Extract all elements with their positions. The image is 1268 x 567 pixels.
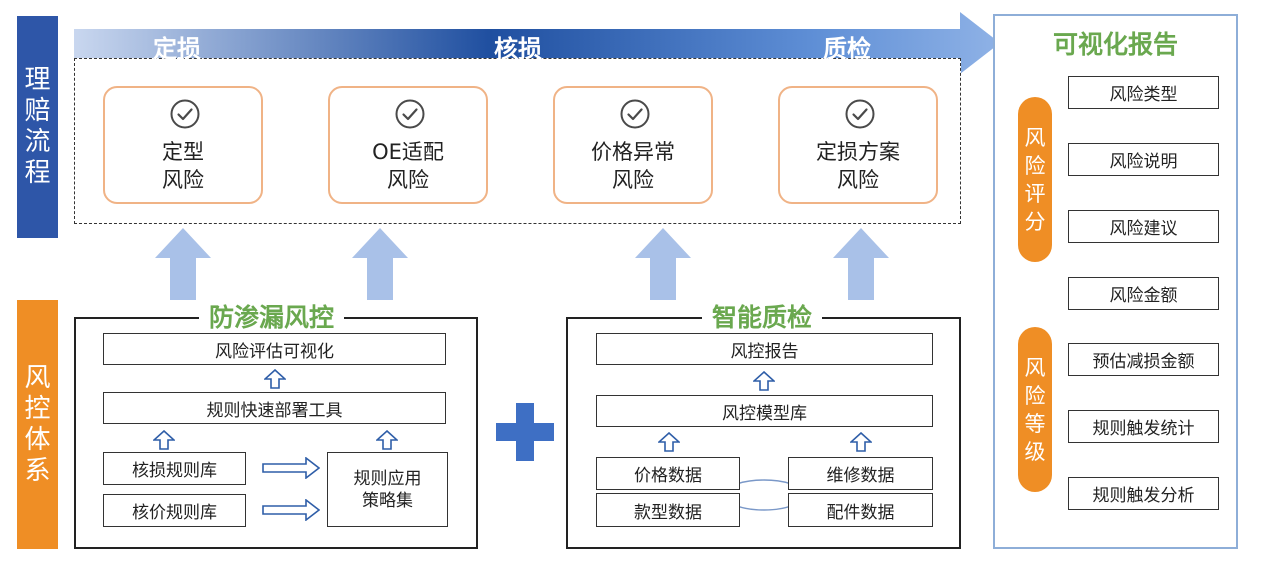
risk-card-line1: 定型 [162, 140, 204, 164]
model-data-box: 款型数据 [596, 493, 740, 527]
check-circle-icon [395, 99, 425, 129]
process-bar: 理 赔 流 程 [17, 16, 58, 238]
pill-char: 级 [1024, 439, 1046, 464]
check-circle-icon [170, 99, 200, 129]
repair-data-box: 维修数据 [788, 457, 933, 490]
up-arrow-icon [658, 432, 680, 452]
process-bar-char: 理 [24, 65, 51, 95]
up-arrow-icon [153, 430, 175, 450]
process-bar-char: 赔 [24, 96, 51, 126]
risk-card-price: 价格异常风险 [553, 86, 713, 204]
risk-card-model: 定型风险 [103, 86, 263, 204]
up-arrow-icon [833, 228, 889, 300]
strategy-set-box: 规则应用 策略集 [327, 452, 448, 527]
system-bar: 风 控 体 系 [17, 300, 58, 549]
score-pill: 风 险 评 分 [1018, 97, 1052, 262]
leak-control-title: 防渗漏风控 [199, 303, 345, 333]
level-pill: 风 险 等 级 [1018, 327, 1052, 492]
pill-char: 风 [1024, 125, 1046, 150]
risk-card-plan: 定损方案风险 [778, 86, 938, 204]
risk-card-line2: 风险 [387, 168, 429, 192]
system-bar-char: 系 [24, 455, 51, 486]
system-bar-char: 体 [24, 424, 51, 455]
risk-report-box: 风控报告 [596, 333, 933, 365]
report-item-risk-amount: 风险金额 [1068, 277, 1219, 310]
risk-card-line2: 风险 [612, 168, 654, 192]
risk-card-line1: 定损方案 [816, 140, 900, 164]
parts-data-box: 配件数据 [788, 493, 933, 527]
risk-card-oe: OE适配风险 [328, 86, 488, 204]
report-title: 可视化报告 [1052, 30, 1178, 59]
system-bar-char: 风 [24, 362, 51, 393]
up-arrow-icon [352, 228, 408, 300]
price-data-box: 价格数据 [596, 457, 740, 490]
strategy-line2: 策略集 [362, 490, 413, 511]
data-link-ellipse [738, 479, 790, 511]
risk-card-line2: 风险 [162, 168, 204, 192]
up-arrow-icon [264, 369, 286, 389]
model-lib-box: 风控模型库 [596, 395, 933, 427]
pill-char: 分 [1024, 209, 1046, 234]
up-arrow-icon [155, 228, 211, 300]
stage-label-verify: 核损 [494, 35, 542, 59]
up-arrow-icon [635, 228, 691, 300]
risk-card-line1: OE适配 [372, 140, 444, 164]
strategy-line1: 规则应用 [353, 468, 422, 489]
pill-char: 险 [1024, 153, 1046, 178]
stage-label-assess: 定损 [153, 35, 201, 59]
report-item-rule-stats: 规则触发统计 [1068, 410, 1219, 443]
process-bar-char: 流 [24, 127, 51, 157]
check-circle-icon [845, 99, 875, 129]
risk-card-line2: 风险 [837, 168, 879, 192]
deploy-tool-box: 规则快速部署工具 [103, 392, 446, 424]
damage-rules-box: 核损规则库 [103, 452, 246, 485]
right-arrow-icon [262, 457, 320, 479]
right-arrow-icon [262, 499, 320, 521]
system-bar-char: 控 [24, 393, 51, 424]
risk-card-line1: 价格异常 [591, 140, 675, 164]
risk-visualize-box: 风险评估可视化 [103, 333, 446, 365]
report-item-rule-analysis: 规则触发分析 [1068, 477, 1219, 510]
plus-icon [516, 403, 534, 461]
up-arrow-icon [753, 371, 775, 391]
stage-label-qc: 质检 [823, 35, 871, 59]
pill-char: 等 [1024, 411, 1046, 436]
pill-char: 风 [1024, 355, 1046, 380]
pill-char: 评 [1024, 181, 1046, 206]
smart-qc-title: 智能质检 [702, 303, 823, 333]
up-arrow-icon [850, 432, 872, 452]
process-bar-char: 程 [24, 158, 51, 188]
pill-char: 险 [1024, 383, 1046, 408]
report-item-loss-estimate: 预估减损金额 [1068, 343, 1219, 376]
up-arrow-icon [376, 430, 398, 450]
report-item-risk-advice: 风险建议 [1068, 210, 1219, 243]
check-circle-icon [620, 99, 650, 129]
price-rules-box: 核价规则库 [103, 494, 246, 527]
report-item-risk-type: 风险类型 [1068, 76, 1219, 109]
flow-arrow-icon [74, 12, 1000, 74]
report-item-risk-desc: 风险说明 [1068, 143, 1219, 176]
